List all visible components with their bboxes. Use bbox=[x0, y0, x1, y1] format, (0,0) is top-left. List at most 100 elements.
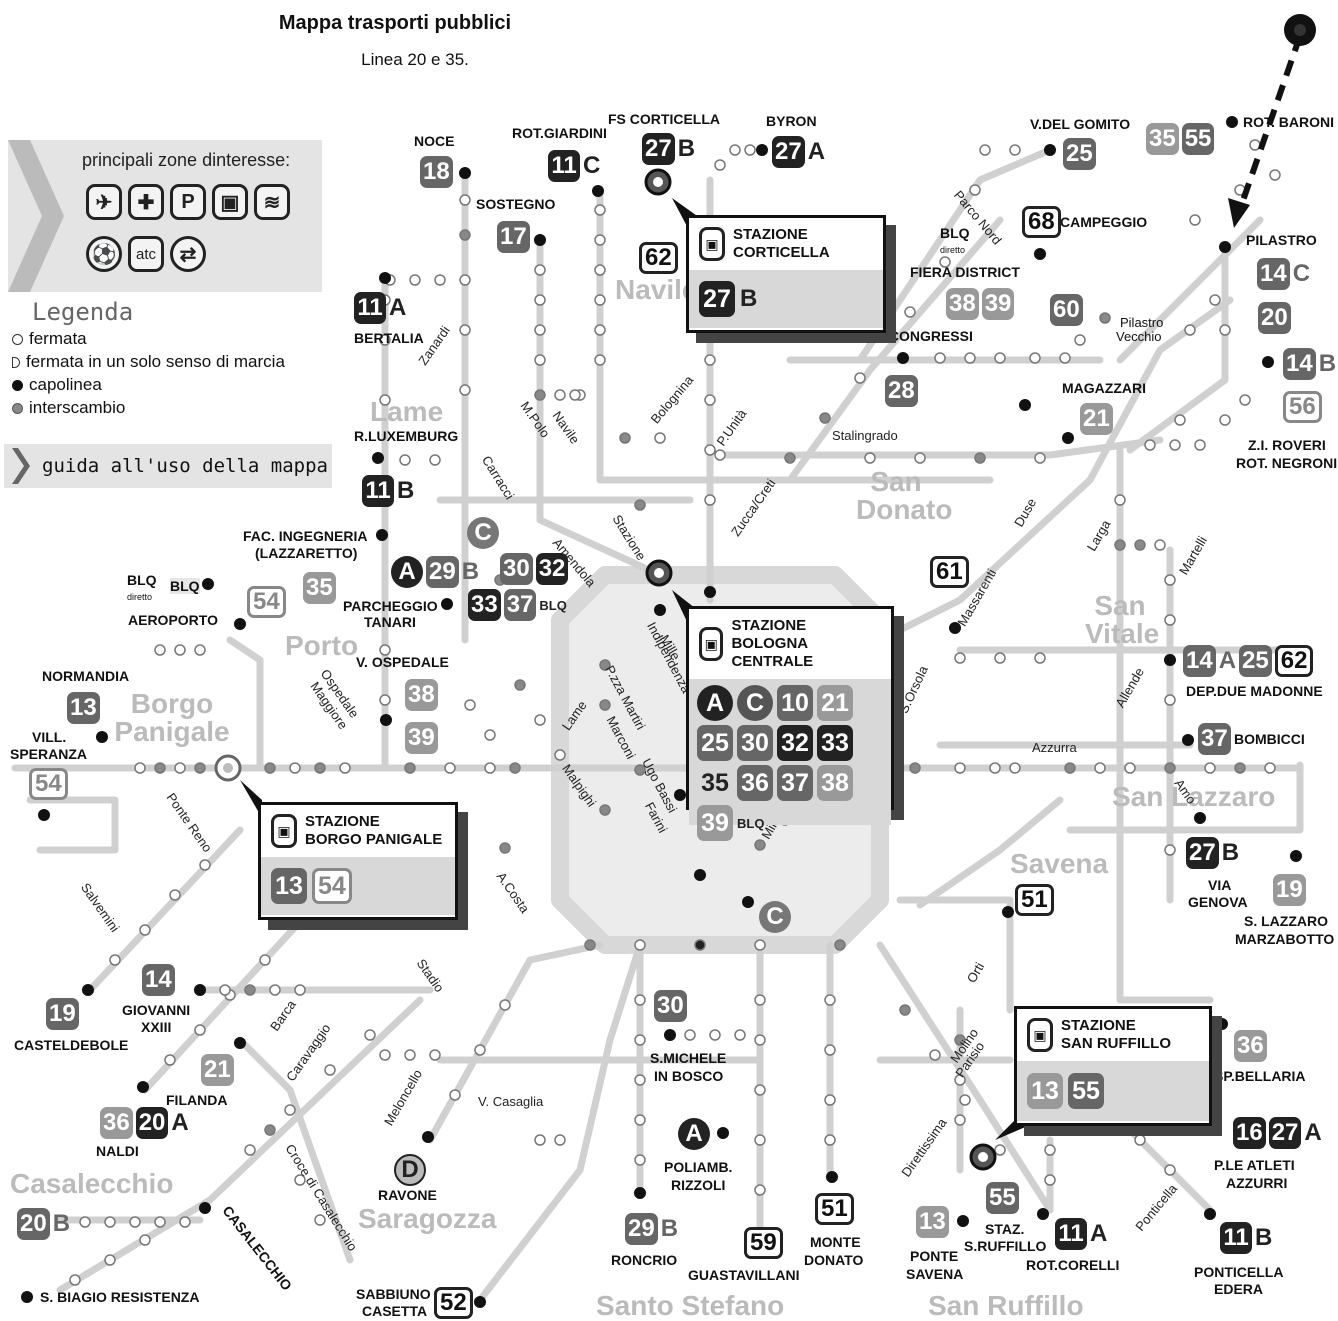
district-navile: Navile bbox=[615, 274, 698, 305]
train-icon[interactable]: ▣ bbox=[212, 184, 248, 220]
stop-v-del-gomito: V.DEL GOMITO bbox=[1030, 116, 1131, 132]
line-30b[interactable]: 30 bbox=[654, 990, 687, 1022]
chevron-right-icon bbox=[12, 448, 30, 484]
line-20[interactable]: 20 bbox=[1258, 302, 1291, 334]
legend: Legenda fermata fermata in un solo senso… bbox=[12, 298, 332, 418]
stop-magazzari: MAGAZZARI bbox=[1062, 380, 1146, 396]
line-18[interactable]: 18 bbox=[420, 156, 453, 188]
train-icon: ▣ bbox=[1027, 1018, 1053, 1052]
line-17[interactable]: 17 bbox=[497, 221, 530, 253]
parking-icon[interactable]: P bbox=[170, 184, 206, 220]
stop-giovanni: GIOVANNI bbox=[122, 1002, 191, 1018]
stop-marzabotto: MARZABOTTO bbox=[1235, 931, 1335, 947]
line-39[interactable]: 39 bbox=[405, 722, 438, 754]
airport-icon[interactable]: ✈ bbox=[86, 184, 122, 220]
guide-link[interactable]: guida all'uso della mappa bbox=[4, 444, 332, 488]
stop-naldi: NALDI bbox=[96, 1143, 139, 1159]
line-59[interactable]: 59 bbox=[744, 1227, 783, 1259]
line-13b[interactable]: 13 bbox=[916, 1206, 949, 1238]
stop-sostegno: SOSTEGNO bbox=[476, 196, 556, 212]
stop-pilastro-vecchio: Pilastro bbox=[1120, 315, 1164, 330]
stop-parcheggio: PARCHEGGIO bbox=[343, 598, 438, 614]
district-saragozza: Saragozza bbox=[358, 1203, 497, 1234]
stop-bombicci: BOMBICCI bbox=[1234, 731, 1305, 747]
line-21[interactable]: 21 bbox=[1080, 403, 1113, 435]
map-subtitle: Linea 20 e 35. bbox=[361, 50, 469, 69]
stop-normandia: NORMANDIA bbox=[42, 668, 130, 684]
line-19b[interactable]: 19 bbox=[46, 998, 79, 1030]
stop-zi-roveri: Z.I. ROVERI bbox=[1248, 437, 1326, 453]
stop-xxiii: XXIII bbox=[141, 1019, 172, 1035]
line-56[interactable]: 56 bbox=[1283, 391, 1322, 423]
stop-edera: EDERA bbox=[1214, 1281, 1264, 1297]
stop-rot-corelli: ROT.CORELLI bbox=[1026, 1257, 1120, 1273]
hospital-icon[interactable]: ✚ bbox=[128, 184, 164, 220]
line-60[interactable]: 60 bbox=[1050, 294, 1083, 326]
line-c-2[interactable]: C bbox=[759, 901, 791, 933]
line-c[interactable]: C bbox=[467, 517, 499, 549]
line-19[interactable]: 19 bbox=[1273, 874, 1306, 906]
street-label: V. Casaglia bbox=[478, 1094, 544, 1109]
stop-noce: NOCE bbox=[414, 133, 455, 149]
line-55b[interactable]: 55 bbox=[986, 1182, 1019, 1214]
atc-icon[interactable]: atc bbox=[128, 236, 164, 272]
line-35[interactable]: 35 bbox=[303, 572, 336, 604]
line-13[interactable]: 13 bbox=[67, 692, 100, 724]
line-36b[interactable]: 36 bbox=[1234, 1030, 1267, 1062]
line-54[interactable]: 54 bbox=[247, 586, 286, 618]
line-38[interactable]: 38 bbox=[405, 679, 438, 711]
stop-rot-giardini: ROT.GIARDINI bbox=[512, 125, 607, 141]
line-21b[interactable]: 21 bbox=[201, 1054, 234, 1086]
stop-blq-diretto: BLQ bbox=[940, 225, 970, 241]
line-61[interactable]: 61 bbox=[930, 556, 969, 588]
line-28[interactable]: 28 bbox=[885, 375, 918, 407]
stop-donato: DONATO bbox=[804, 1252, 864, 1268]
stop-dep-due-madonne: DEP.DUE MADONNE bbox=[1186, 683, 1323, 699]
stop-rot-baroni: ROT. BARONI bbox=[1243, 114, 1334, 130]
line-62[interactable]: 62 bbox=[639, 242, 678, 274]
line-a-2[interactable]: A bbox=[678, 1118, 710, 1150]
line-25[interactable]: 25 bbox=[1063, 138, 1096, 170]
line-51b[interactable]: 51 bbox=[815, 1193, 854, 1225]
stop-rizzoli: RIZZOLI bbox=[671, 1177, 726, 1193]
line-37b[interactable]: 37 bbox=[1198, 723, 1231, 755]
map-title: Mappa trasporti pubblici bbox=[278, 12, 512, 34]
stack-icon[interactable]: ≋ bbox=[254, 184, 290, 220]
line-54b[interactable]: 54 bbox=[29, 768, 68, 800]
stop-blq: BLQ bbox=[127, 572, 157, 588]
stadium-icon[interactable]: ⚽ bbox=[86, 236, 122, 272]
district-san-vitale: San Vitale bbox=[1085, 590, 1160, 649]
stop-sabbiuno: SABBIUNO bbox=[356, 1286, 431, 1302]
exchange-icon[interactable]: ⇄ bbox=[170, 236, 206, 272]
line-51[interactable]: 51 bbox=[1015, 884, 1054, 916]
line-68[interactable]: 68 bbox=[1022, 206, 1061, 238]
line-14[interactable]: 14 bbox=[142, 964, 175, 996]
line-d[interactable]: D bbox=[394, 1154, 426, 1186]
line-52[interactable]: 52 bbox=[434, 1287, 473, 1319]
